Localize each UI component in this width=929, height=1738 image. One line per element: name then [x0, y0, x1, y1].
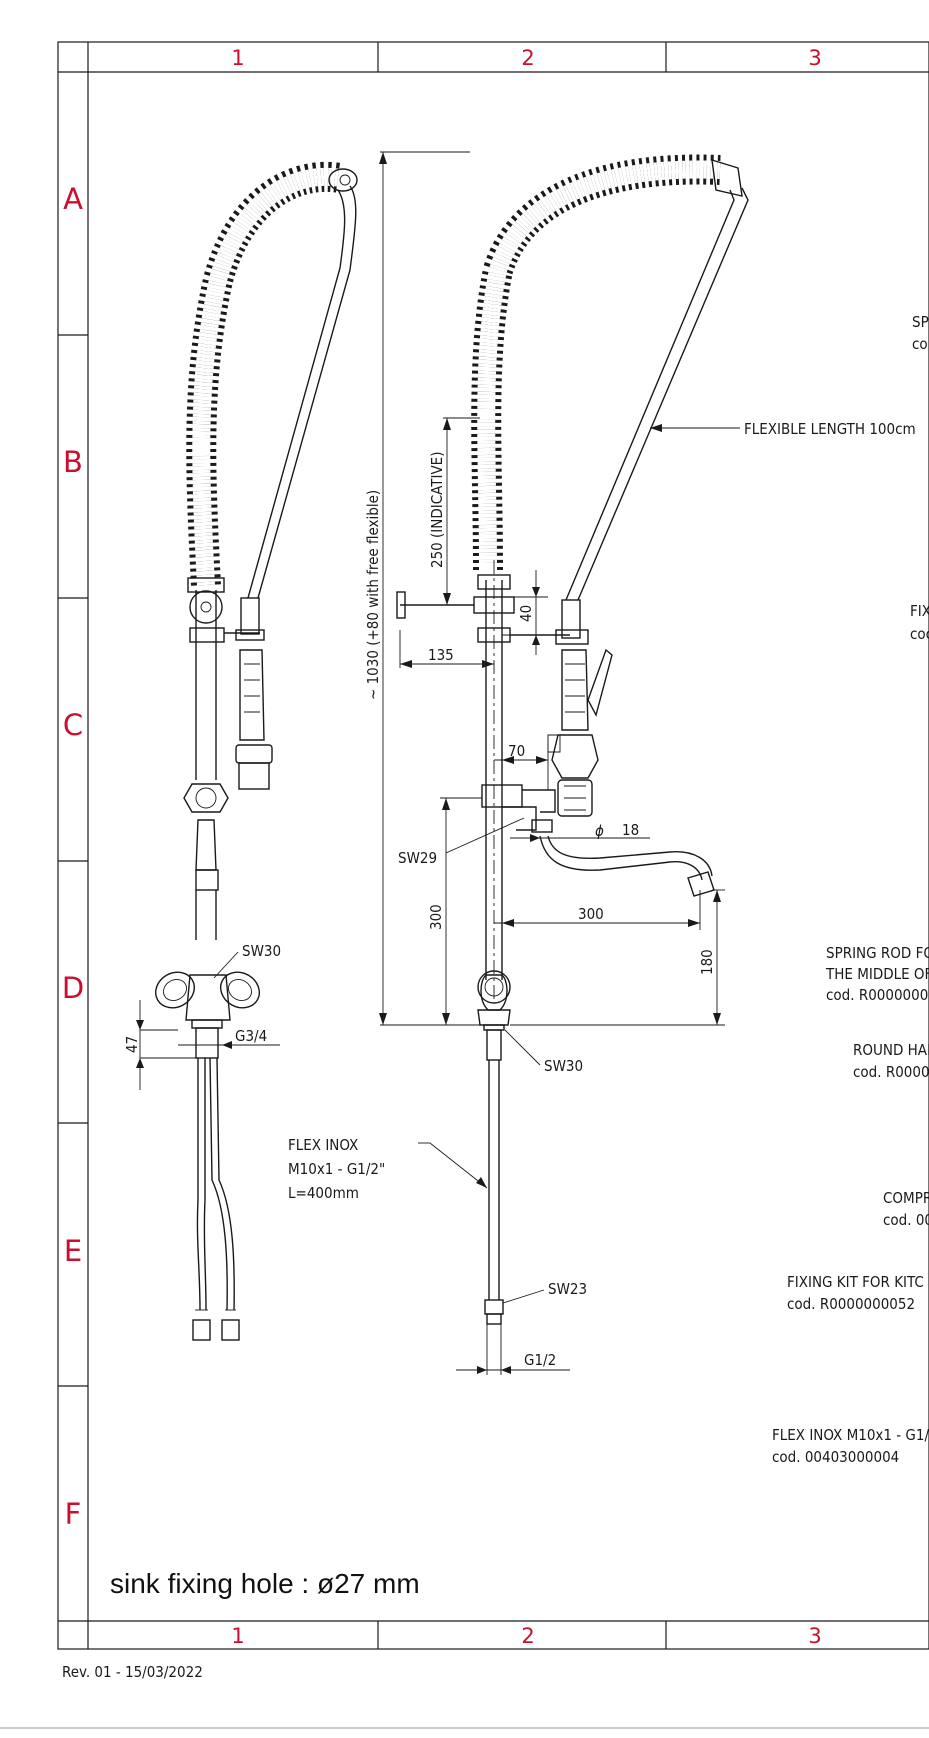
label-sw29: SW29 — [398, 849, 437, 867]
label-flex-line1: FLEX INOX — [288, 1136, 358, 1154]
row-label-c: C — [63, 708, 83, 742]
part-fixing-kit-line1: FIXING KIT FOR KITC — [787, 1273, 924, 1291]
handle-left-side — [155, 971, 195, 1009]
label-flexible-length: FLEXIBLE LENGTH 100cm — [744, 420, 916, 438]
part-spring-line1: SP — [912, 313, 929, 331]
spring-top-cap — [328, 168, 358, 192]
label-sw30-left: SW30 — [242, 942, 281, 960]
part-round-handle-line2: cod. R0000 — [853, 1063, 929, 1081]
part-spring-rod-line2: THE MIDDLE OF — [825, 965, 929, 983]
dim-250: 250 (INDICATIVE) — [428, 452, 446, 568]
dim-total-height: ~ 1030 (+80 with free flexible) — [364, 490, 382, 700]
grid-labels: 1 2 3 1 2 3 A B C D E F — [62, 46, 822, 1648]
part-round-handle-line1: ROUND HAN — [853, 1041, 929, 1059]
handshower-front — [561, 649, 589, 731]
handshower-body — [239, 649, 265, 741]
part-fix-line2: coc — [910, 625, 929, 643]
part-compr-line2: cod. 00 — [883, 1211, 929, 1229]
dim-spout-300: 300 — [578, 905, 604, 923]
part-compr-line1: COMPR — [883, 1189, 929, 1207]
dim-180: 180 — [698, 949, 716, 975]
parts-list: SP co FIX coc SPRING ROD FO THE MIDDLE O… — [772, 313, 929, 1466]
label-g12: G1/2 — [524, 1351, 556, 1369]
column-label-2: 2 — [521, 46, 534, 70]
dim-height-300: 300 — [427, 904, 445, 930]
faucet-front-view: ~ 1030 (+80 with free flexible) 250 (IND… — [288, 151, 916, 1375]
dim-diameter-value: 18 — [622, 821, 639, 839]
revision-label: Rev. 01 - 15/03/2022 — [62, 1663, 203, 1681]
part-flex-inox-line2: cod. 00403000004 — [772, 1448, 899, 1466]
part-fixing-kit-line2: cod. R0000000052 — [787, 1295, 915, 1313]
trigger-lever — [587, 648, 613, 717]
column-label-3: 3 — [808, 46, 821, 70]
row-label-d: D — [62, 971, 84, 1005]
row-label-e: E — [64, 1234, 82, 1268]
label-g34: G3/4 — [235, 1027, 267, 1045]
drawing-frame — [0, 41, 929, 1729]
dim-135: 135 — [428, 646, 454, 664]
spout — [539, 835, 703, 881]
faucet-side-view: 47 G3/4 SW30 — [123, 161, 358, 1341]
dim-70: 70 — [508, 742, 525, 760]
part-fix-line1: FIX — [910, 602, 929, 620]
part-spring-line2: co — [912, 335, 928, 353]
column-label-1-bottom: 1 — [231, 1624, 244, 1648]
dim-47: 47 — [123, 1036, 141, 1053]
part-spring-rod-line1: SPRING ROD FO — [826, 944, 929, 962]
valve-handle-front — [477, 970, 511, 1004]
label-sw23: SW23 — [548, 1280, 587, 1298]
label-flex-line2: M10x1 - G1/2" — [288, 1160, 385, 1178]
dim-40: 40 — [517, 605, 535, 622]
label-sw30-right: SW30 — [544, 1057, 583, 1075]
sink-fixing-hole-note: sink fixing hole : ø27 mm — [110, 1568, 420, 1599]
column-label-1: 1 — [231, 46, 244, 70]
valve-nut-side — [183, 783, 229, 813]
part-flex-inox-line1: FLEX INOX M10x1 - G1/ — [772, 1426, 929, 1444]
label-flex-line3: L=400mm — [288, 1184, 359, 1202]
row-label-a: A — [63, 182, 83, 216]
row-label-b: B — [63, 445, 83, 479]
part-spring-rod-line3: cod. R0000000 — [826, 986, 928, 1004]
handle-right-side — [220, 971, 260, 1009]
row-label-f: F — [65, 1497, 82, 1531]
column-label-3-bottom: 3 — [808, 1624, 821, 1648]
dim-diameter-symbol: ϕ — [595, 822, 604, 840]
column-label-2-bottom: 2 — [521, 1624, 534, 1648]
